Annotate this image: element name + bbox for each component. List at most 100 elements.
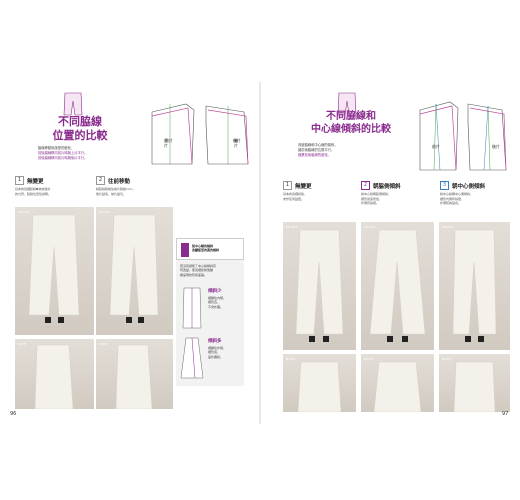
desc-line: 後片變寬，前片變窄。 xyxy=(96,191,127,196)
svg-text:片: 片 xyxy=(234,142,238,148)
svg-text:前: 前 xyxy=(164,137,168,143)
desc-line: 基本的寬褲樣版， xyxy=(283,192,308,196)
step-1-heading: 1 無變更 xyxy=(15,176,44,185)
step-3-heading: 3 朝中心側傾斜 xyxy=(440,181,485,190)
page-number-right: 97 xyxy=(502,411,509,417)
callout-bar xyxy=(181,243,189,257)
photo-back-2: BACK xyxy=(361,354,434,412)
desc-line: 外側較為貼合。 xyxy=(440,201,462,205)
step-1-heading: 1 無變更 xyxy=(283,181,312,190)
step-3-description: 將中心線朝中心側傾斜， 褲管內側有餘量， 外側較為貼合。 xyxy=(440,192,508,206)
diagram-label-front: 前片 xyxy=(432,144,440,149)
diagram-label-back: 後片 xyxy=(492,144,500,149)
step-number: 1 xyxy=(15,176,24,185)
callout-sub1-line: 褲腳往內傾， xyxy=(208,296,227,300)
left-intro: 脇線移動後版型的變化， 前後脇線移向前片時與上片平行。 前後脇線移向前片時與後片… xyxy=(38,146,128,161)
pattern-more-tilt-icon xyxy=(180,337,204,379)
photo-tag: SIDE xyxy=(18,342,27,346)
step-2-heading: 2 往前移動 xyxy=(96,176,130,185)
desc-line: 褲管寬度增加， xyxy=(361,196,383,201)
left-intro-line: 前後脇線移向前片時與後片平行。 xyxy=(38,156,88,161)
callout-head-text: 從中心線的傾斜 改變版型的寬的傾斜 xyxy=(192,244,219,253)
desc-line: 褲管內側有餘量， xyxy=(440,196,465,201)
pattern-less-tilt-icon xyxy=(182,287,202,329)
photo-front-2: FRONT xyxy=(96,207,173,335)
right-intro-line: 觀察前後脇線的變化。 xyxy=(298,153,331,158)
diagram-label-back: 後片 xyxy=(233,138,241,143)
callout-head-line: 從中心線的傾斜 xyxy=(192,244,214,248)
callout-body: 若沒有調整了中心線傾斜有 何改變，使寬褲從前後腳 看呈現的形狀差異。 xyxy=(180,264,242,277)
step-1-description: 基本的寬褲脇線❶為前後片 的分界，脇線位置恰當時。 xyxy=(15,187,93,196)
left-pattern-diagram: 前 片 後 片 xyxy=(151,103,249,165)
desc-line: 未作任何變更。 xyxy=(283,196,305,201)
callout-header: 從中心線的傾斜 改變版型的寬的傾斜 xyxy=(176,238,244,260)
callout-body-line: 看呈現的形狀差異。 xyxy=(180,272,208,277)
callout-body-line: 何改變，使寬褲從前後腳 xyxy=(180,268,214,273)
photo-front-3: FRONT xyxy=(439,222,510,350)
callout-sub2-line: 褲管寬， xyxy=(208,350,221,355)
pants-illustration-icon xyxy=(337,92,357,116)
callout-sub1-line: 不會外擴。 xyxy=(208,304,224,309)
photo-tag: FRONT xyxy=(99,210,111,214)
page-number-left: 96 xyxy=(10,411,17,417)
desc-line: 的分界，脇線位置恰當時。 xyxy=(15,191,52,196)
left-title: 不同脇線 位置的比較 xyxy=(30,115,130,143)
left-intro-line: 脇線移動後版型的變化， xyxy=(38,146,75,150)
diagram-label-front: 前片 xyxy=(165,138,173,143)
photo-tag: BACK xyxy=(442,357,452,361)
desc-line: 基本的寬褲脇線❶為前後片 xyxy=(15,187,51,191)
step-label: 無變更 xyxy=(27,178,44,185)
step-number: 1 xyxy=(283,181,292,190)
photo-front-2: FRONT xyxy=(361,222,434,350)
right-pattern-diagram xyxy=(419,101,507,171)
right-title-line: 中心線傾斜的比較 xyxy=(311,123,391,135)
right-intro-line: 讓前後脇線的位置平行， xyxy=(298,148,335,153)
desc-line: 將中心線朝脇側傾斜， xyxy=(361,192,392,196)
callout-sub1: 傾斜少 xyxy=(208,289,222,294)
pants-illustration-icon xyxy=(63,92,83,116)
photo-tag: FRONT xyxy=(286,225,298,229)
photo-tag: FRONT xyxy=(364,225,376,229)
photo-back-1: BACK xyxy=(283,354,356,412)
left-intro-line: 前後脇線移向前片時與上片平行。 xyxy=(38,151,88,156)
step-number: 3 xyxy=(440,181,449,190)
right-title: 不同脇線和 中心線傾斜的比較 xyxy=(291,111,411,136)
photo-tag: FRONT xyxy=(18,210,30,214)
svg-text:片: 片 xyxy=(164,142,168,148)
step-number: 2 xyxy=(361,181,370,190)
callout-sub1-line: 褲管直， xyxy=(208,300,221,305)
desc-line: 外側有餘量。 xyxy=(361,201,380,205)
photo-tag: BACK xyxy=(364,357,374,361)
desc-line: 將中心線朝中心側傾斜， xyxy=(440,192,474,196)
step-2-heading: 2 朝脇側傾斜 xyxy=(361,181,401,190)
step-label: 朝中心側傾斜 xyxy=(452,183,486,190)
photo-side-1: SIDE xyxy=(15,339,94,409)
callout-sub2-line: 呈外擴狀。 xyxy=(208,354,224,359)
photo-tag: FRONT xyxy=(442,225,454,229)
step-2-description: 將中心線朝脇側傾斜， 褲管寬度增加， 外側有餘量。 xyxy=(361,192,433,206)
callout-sub1-text: 褲腳往內傾， 褲管直， 不會外擴。 xyxy=(208,296,242,309)
desc-line: 將脇線移動往前片移動1cm， xyxy=(96,187,136,191)
photo-side-2: SIDE xyxy=(96,339,173,409)
callout-body-line: 若沒有調整了中心線傾斜有 xyxy=(180,264,217,268)
gutter xyxy=(259,82,261,424)
callout-sub2: 傾斜多 xyxy=(208,339,222,344)
photo-tag: BACK xyxy=(286,357,296,361)
right-title-line: 不同脇線和 xyxy=(326,111,376,122)
svg-text:後: 後 xyxy=(234,137,238,143)
callout-sub2-text: 褲腳往外傾， 褲管寬， 呈外擴狀。 xyxy=(208,346,242,359)
left-title-line: 位置的比較 xyxy=(52,128,108,142)
callout-head-line: 改變版型的寬的傾斜 xyxy=(192,248,220,253)
photo-front-1: FRONT xyxy=(283,222,356,350)
right-intro-line: 改變脇線和中心線的傾斜， xyxy=(298,143,338,147)
callout-sub2-line: 褲腳往外傾， xyxy=(208,346,227,350)
right-intro: 改變脇線和中心線的傾斜， 讓前後脇線的位置平行， 觀察前後脇線的變化。 xyxy=(298,143,408,158)
callout-box: 從中心線的傾斜 改變版型的寬的傾斜 若沒有調整了中心線傾斜有 何改變，使寬褲從前… xyxy=(176,238,244,386)
photo-tag: SIDE xyxy=(99,342,108,346)
step-label: 往前移動 xyxy=(108,178,131,185)
step-2-description: 將脇線移動往前片移動1cm， 後片變寬，前片變窄。 xyxy=(96,187,174,196)
step-label: 無變更 xyxy=(295,183,312,190)
left-title-line: 不同脇線 xyxy=(58,115,102,128)
step-label: 朝脇側傾斜 xyxy=(373,183,401,190)
photo-front-1: FRONT xyxy=(15,207,94,335)
